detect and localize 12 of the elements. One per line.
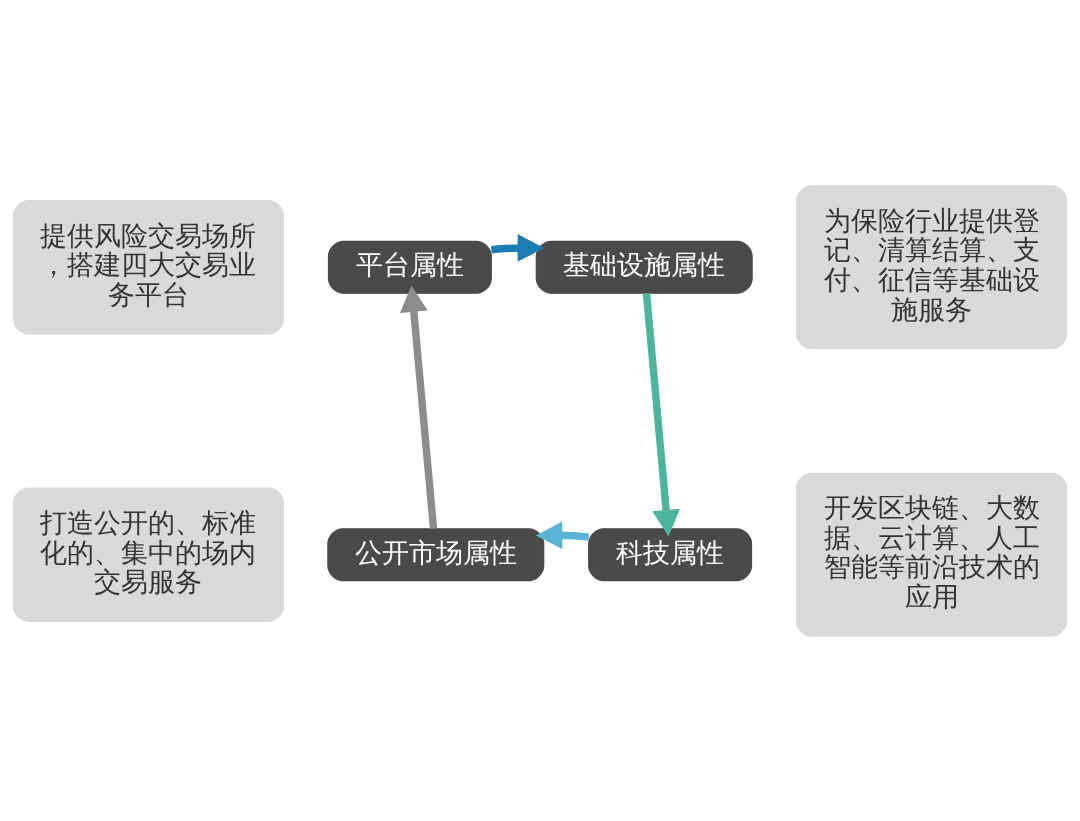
node-box: 公开市场属性 (327, 527, 545, 581)
node-box: 打造公开的、标准化的、集中的场内交易服务 (12, 486, 285, 622)
arrow (400, 284, 438, 529)
arrow (642, 292, 680, 536)
arrow (535, 520, 590, 549)
node-box: 平台属性 (327, 240, 492, 294)
node-box: 基础设施属性 (535, 240, 753, 294)
node-box: 提供风险交易场所，搭建四大交易业务平台 (12, 199, 285, 335)
node-box: 开发区块链、大数据、云计算、人工智能等前沿技术的应用 (795, 472, 1068, 637)
arrow (491, 233, 545, 262)
node-box: 为保险行业提供登记、清算结算、支付、征信等基础设施服务 (795, 184, 1068, 349)
node-box: 科技属性 (588, 527, 753, 581)
